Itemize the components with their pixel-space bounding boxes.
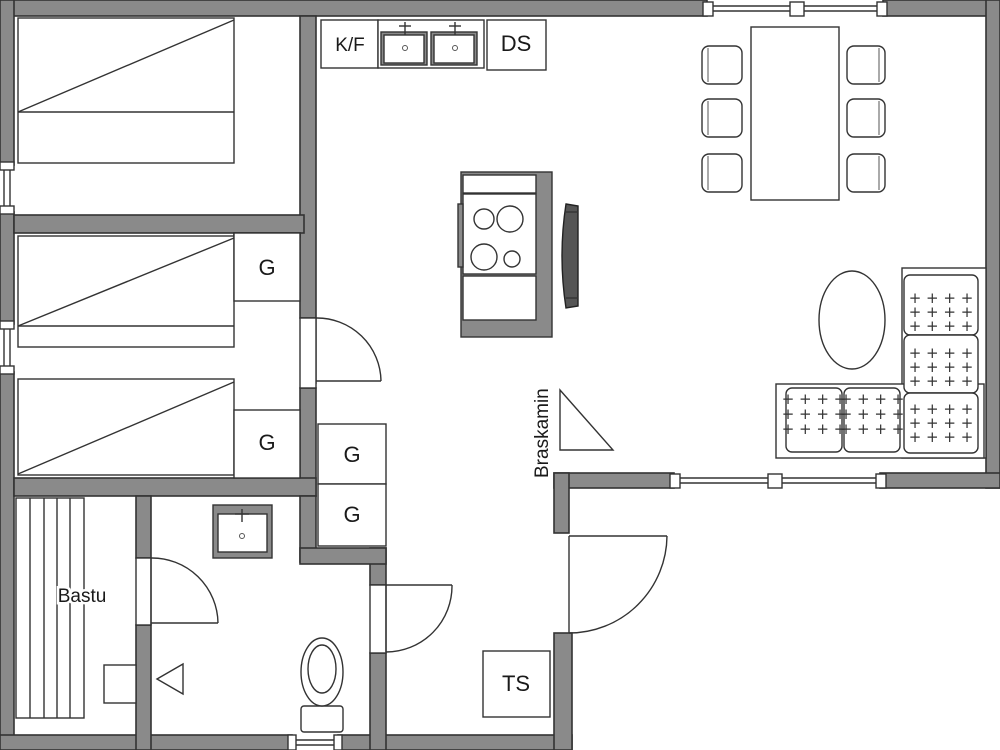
sink-icon	[377, 19, 485, 69]
wall-top-left	[0, 0, 708, 17]
wardrobe-1: G	[233, 232, 301, 302]
wall-entrance-right-lower	[553, 632, 573, 750]
wardrobe-2: G	[233, 409, 301, 479]
svg-text:+ + + +: + + + +	[909, 414, 974, 432]
svg-text:+ + + +: + + + +	[909, 358, 974, 376]
wall-left-3	[0, 371, 15, 750]
dishwasher-label: DS	[501, 31, 532, 56]
chair-icon	[701, 45, 743, 85]
wall-bedroom-divider-v	[299, 15, 317, 319]
svg-text:+ + + +: + + + +	[782, 390, 847, 408]
svg-text:+ + + +: + + + +	[782, 420, 847, 438]
window-icon	[702, 1, 888, 17]
door-swing-icon	[299, 317, 382, 389]
door-swing-icon	[369, 584, 453, 654]
wall-entrance-left	[553, 472, 570, 534]
svg-text:+ + + +: + + + +	[909, 289, 974, 307]
bed-icon	[17, 17, 235, 164]
sauna-bench-icon	[15, 497, 85, 719]
wardrobe-label: G	[258, 430, 275, 455]
bed-icon	[17, 235, 235, 348]
cushion-pattern: + + + + + + + + + + + + + + + + + + + + …	[782, 289, 974, 446]
svg-text:+ + + +: + + + +	[840, 405, 905, 423]
window-icon	[0, 161, 15, 215]
coffee-table	[818, 270, 886, 370]
dishwasher: DS	[486, 19, 547, 71]
windows	[0, 1, 888, 750]
wardrobe-4: G	[317, 483, 387, 547]
chair-icon	[846, 98, 886, 138]
dryer: TS	[482, 650, 551, 718]
toilet-icon	[300, 637, 344, 733]
window-icon	[669, 473, 887, 489]
svg-text:+ + + +: + + + +	[909, 400, 974, 418]
chair-icon	[701, 98, 743, 138]
wardrobe-label: G	[343, 502, 360, 527]
sink-icon	[212, 504, 273, 559]
dryer-label: TS	[502, 671, 530, 696]
chair-icon	[846, 45, 886, 85]
window-icon	[287, 734, 343, 750]
svg-text:+ + + +: + + + +	[909, 317, 974, 335]
wall-living-bottom-left	[553, 472, 675, 489]
wardrobe-3: G	[317, 423, 387, 485]
stove-icon	[457, 171, 553, 338]
svg-text:+ + + +: + + + +	[909, 428, 974, 446]
window-icon	[0, 320, 15, 375]
tv-icon	[561, 203, 579, 309]
svg-text:+ + + +: + + + +	[782, 405, 847, 423]
wall-bathroom-right-2	[369, 652, 387, 750]
svg-text:+ + + +: + + + +	[840, 390, 905, 408]
sauna-label: Bastu	[58, 586, 107, 607]
dining-table	[750, 26, 840, 201]
fireplace-label: Braskamin	[532, 388, 553, 478]
fridge-freezer-label: K/F	[335, 35, 365, 56]
wall-right	[985, 0, 1000, 489]
wardrobe-label: G	[343, 442, 360, 467]
chair-icon	[701, 153, 743, 193]
door-swing-icon	[135, 557, 219, 626]
sofa-icon: + + + + + + + + + + + + + + + + + + + + …	[775, 267, 987, 459]
svg-text:+ + + +: + + + +	[909, 344, 974, 362]
wall-bathroom-top-2	[299, 547, 387, 565]
wardrobe-label: G	[258, 255, 275, 280]
wall-sauna-right-1	[135, 495, 152, 559]
wall-bedroom-2-bottom	[13, 477, 317, 497]
svg-text:+ + + +: + + + +	[909, 372, 974, 390]
wall-left-2	[0, 211, 15, 325]
sauna-stove-icon	[103, 662, 184, 704]
bed-icon	[17, 378, 235, 476]
door-swing-icon	[568, 535, 668, 634]
wall-left-1	[0, 0, 15, 166]
chair-icon	[846, 153, 886, 193]
wall-sauna-right-2	[135, 624, 152, 750]
wall-living-bottom-right	[879, 472, 1000, 489]
svg-text:+ + + +: + + + +	[909, 303, 974, 321]
wall-bedroom-1-2	[13, 214, 305, 234]
wall-top-right	[882, 0, 1000, 17]
fireplace-icon	[559, 388, 615, 451]
fridge-freezer: K/F	[320, 19, 379, 69]
svg-text:+ + + +: + + + +	[840, 420, 905, 438]
